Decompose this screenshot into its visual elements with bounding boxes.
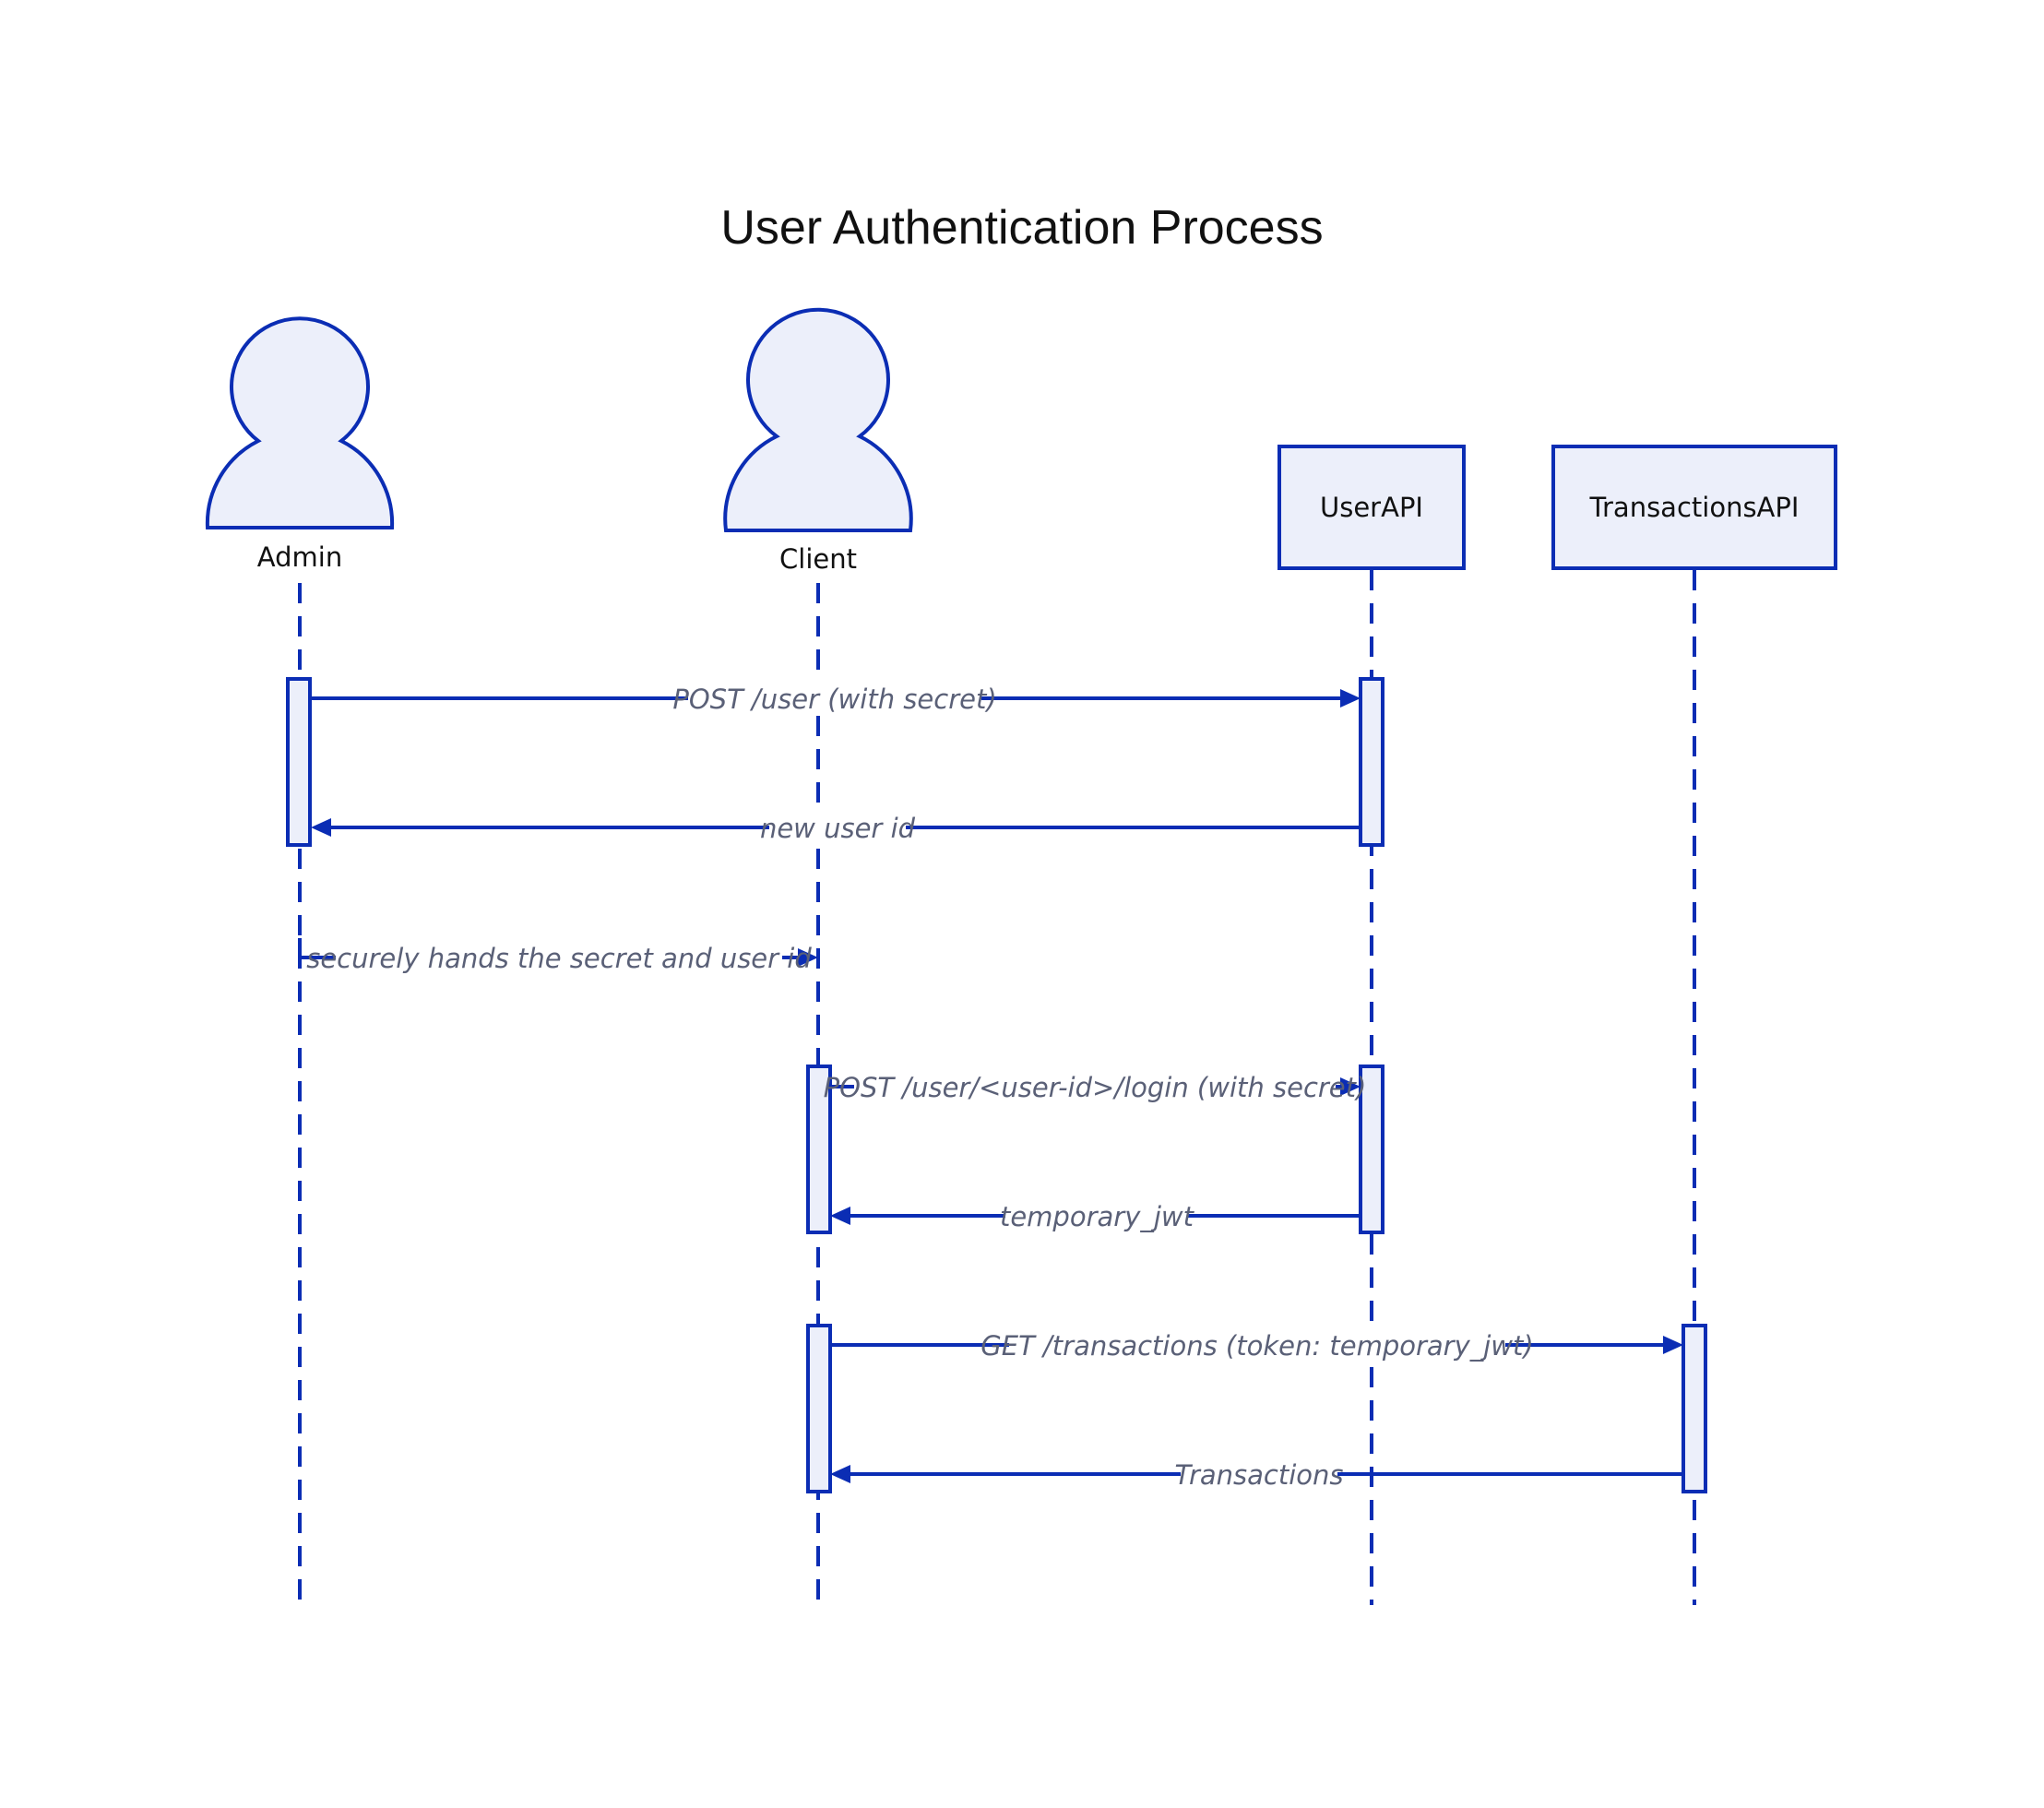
- actor-admin: Admin: [205, 316, 395, 573]
- message-label: temporary_jwt: [1000, 1201, 1195, 1232]
- participant-userapi: UserAPI: [1278, 445, 1466, 570]
- arrowhead-icon: [798, 948, 818, 967]
- actor-label-admin: Admin: [257, 541, 342, 573]
- message-label: GET /transactions (token: temporary_jwt): [980, 1330, 1533, 1362]
- message-post-user: POST /user (with secret): [311, 680, 1361, 715]
- participant-transactionsapi: TransactionsAPI: [1551, 445, 1837, 570]
- diagram-title: User Authentication Process: [720, 201, 1323, 255]
- person-icon: [205, 316, 395, 529]
- label-background: [769, 809, 906, 844]
- participant-box-transactionsapi: [1551, 445, 1837, 570]
- label-background: [1009, 1326, 1505, 1362]
- message-label: new user id: [760, 813, 916, 844]
- message-get-transactions: GET /transactions (token: temporary_jwt): [830, 1326, 1683, 1362]
- message-label: Transactions: [1174, 1459, 1343, 1491]
- label-background: [688, 680, 981, 715]
- participant-label-userapi: UserAPI: [1320, 492, 1423, 523]
- arrowhead-icon: [1340, 1077, 1361, 1096]
- actor-client: Client: [723, 307, 913, 575]
- actor-label-client: Client: [779, 543, 857, 575]
- label-background: [336, 939, 782, 974]
- message-hand-secret: securely hands the secret and user id: [298, 938, 818, 974]
- arrowhead-icon: [1340, 689, 1361, 708]
- arrowhead-icon: [830, 1465, 850, 1483]
- activation-userapi-1: [1359, 677, 1384, 847]
- arrowhead-icon: [311, 818, 331, 837]
- message-new-user-id: new user id: [311, 809, 1361, 844]
- label-background: [1005, 1197, 1188, 1232]
- label-background: [1181, 1456, 1337, 1491]
- activation-admin: [286, 677, 312, 847]
- label-background: [854, 1068, 1336, 1103]
- activation-client-2: [806, 1324, 832, 1493]
- message-transactions: Transactions: [830, 1456, 1683, 1491]
- participant-label-transactionsapi: TransactionsAPI: [1589, 492, 1800, 523]
- message-label: securely hands the secret and user id: [306, 943, 812, 974]
- message-label: POST /user/<user-id>/login (with secret): [824, 1072, 1367, 1103]
- activation-userapi-2: [1359, 1065, 1384, 1234]
- person-icon: [723, 307, 913, 532]
- activation-client-1: [806, 1065, 832, 1234]
- message-login: POST /user/<user-id>/login (with secret): [824, 1068, 1367, 1103]
- participant-box-userapi: [1278, 445, 1466, 570]
- message-temporary-jwt: temporary_jwt: [830, 1197, 1361, 1232]
- arrowhead-icon: [830, 1207, 850, 1225]
- arrowhead-icon: [1663, 1336, 1683, 1354]
- activation-transactionsapi: [1682, 1324, 1707, 1493]
- message-label: POST /user (with secret): [672, 684, 996, 715]
